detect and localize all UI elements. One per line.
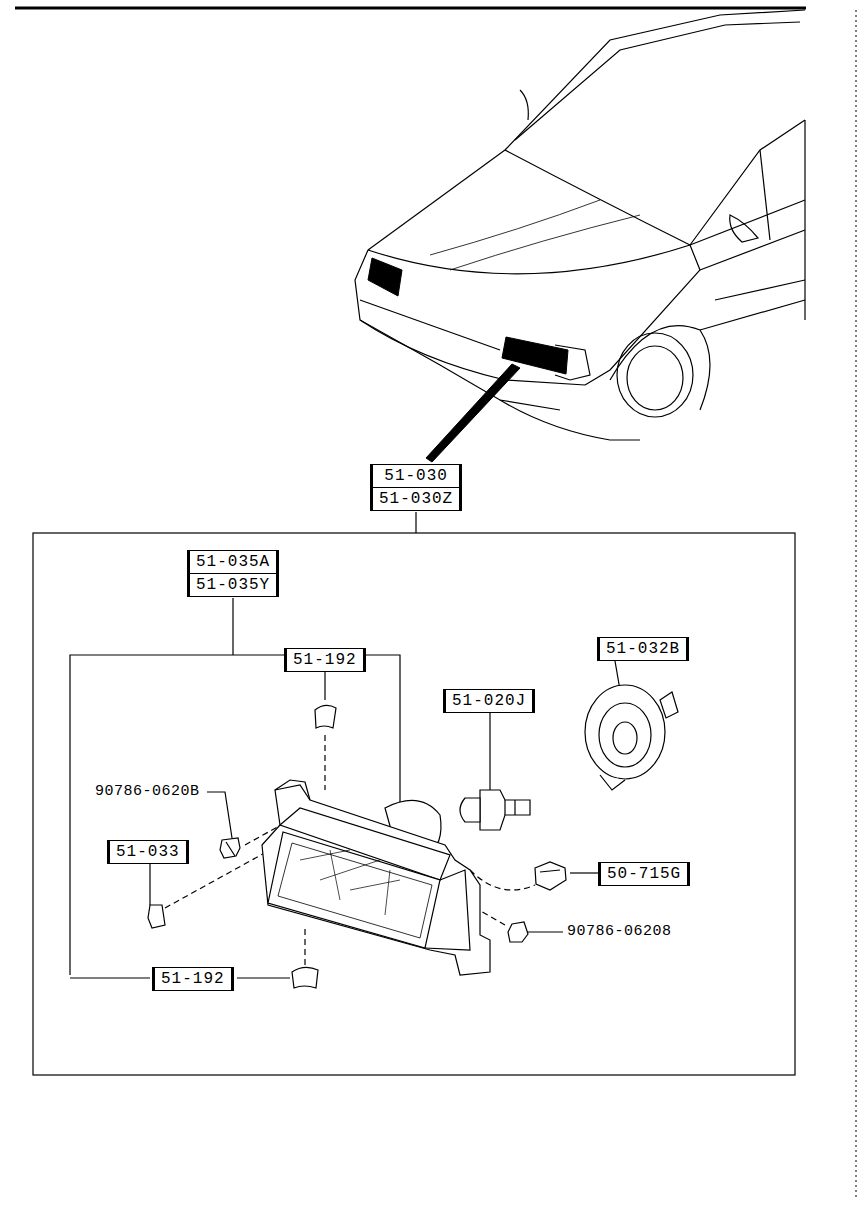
part-number-box: 50-715G: [598, 862, 690, 886]
part-number-box: 51-032B: [597, 637, 689, 661]
part-number: 51-033: [108, 841, 188, 863]
part-number: 51-192: [153, 968, 233, 990]
part-number-box: 51-020J: [443, 689, 535, 713]
car-drawing: [15, 8, 856, 1200]
part-drawings: [148, 685, 678, 988]
leader-lines: [33, 512, 795, 1075]
part-number-box: 51-192: [284, 648, 366, 672]
part-number: 51-030Z: [371, 487, 461, 510]
part-number-label: 90786-0620B: [93, 783, 202, 801]
part-number-box: 51-192: [152, 967, 234, 991]
part-number: 51-030: [371, 465, 461, 487]
part-number-box: 51-035A51-035Y: [187, 550, 279, 597]
part-number: 51-020J: [444, 690, 534, 712]
part-number: 51-035Y: [188, 573, 278, 596]
part-number-label: 90786-06208: [565, 923, 674, 941]
part-number-box: 51-03051-030Z: [370, 464, 462, 511]
part-number: 51-032B: [598, 638, 688, 660]
part-number: 51-035A: [188, 551, 278, 573]
headlight-highlight: [368, 258, 568, 462]
part-number: 51-192: [285, 649, 365, 671]
part-number-box: 51-033: [107, 840, 189, 864]
part-number: 50-715G: [599, 863, 689, 885]
